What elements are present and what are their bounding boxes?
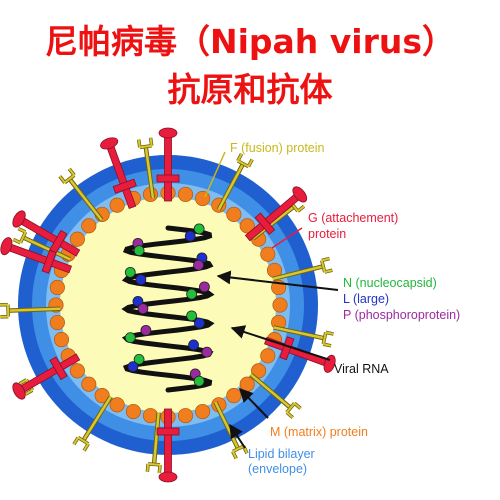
label-l-protein: L (large) bbox=[343, 292, 389, 306]
matrix-protein-bead bbox=[142, 408, 159, 424]
f-protein bbox=[58, 167, 104, 222]
f-protein bbox=[213, 401, 249, 460]
g-protein bbox=[156, 127, 180, 202]
f-protein bbox=[136, 137, 156, 199]
virus-interior bbox=[60, 197, 276, 413]
p-protein-bead bbox=[199, 281, 210, 293]
f-protein bbox=[272, 256, 333, 282]
g-protein bbox=[156, 408, 180, 483]
g-protein bbox=[100, 137, 137, 209]
title-line-2: 抗原和抗体 bbox=[167, 70, 333, 109]
g-protein bbox=[0, 237, 72, 274]
matrix-protein-bead bbox=[81, 218, 97, 234]
l-protein-bead bbox=[127, 361, 139, 373]
callout-rna bbox=[230, 325, 331, 361]
matrix-protein-bead bbox=[53, 332, 70, 348]
label-m-protein: M (matrix) protein bbox=[270, 425, 368, 439]
f-protein bbox=[273, 325, 334, 348]
f-protein bbox=[216, 153, 254, 211]
matrix-protein-bead bbox=[49, 314, 65, 331]
matrix-protein-bead bbox=[69, 363, 85, 379]
p-protein-bead bbox=[137, 303, 149, 315]
p-protein-bead bbox=[193, 259, 204, 271]
p-protein-bead bbox=[140, 324, 152, 336]
matrix-protein-bead bbox=[177, 186, 194, 202]
g-protein-layer bbox=[0, 127, 336, 483]
matrix-protein-bead bbox=[226, 388, 242, 404]
l-protein-bead bbox=[194, 317, 205, 329]
f-protein bbox=[249, 372, 302, 419]
matrix-protein-bead bbox=[109, 197, 125, 213]
g-protein bbox=[12, 210, 81, 257]
p-protein-bead bbox=[201, 346, 213, 358]
g-protein bbox=[244, 186, 308, 242]
f-protein bbox=[12, 226, 72, 262]
matrix-protein-bead bbox=[260, 246, 276, 262]
matrix-protein-bead bbox=[49, 279, 65, 296]
matrix-protein-bead bbox=[260, 348, 276, 364]
g-protein bbox=[12, 353, 81, 400]
n-protein-bead bbox=[124, 266, 136, 278]
n-protein-bead bbox=[133, 353, 145, 365]
matrix-protein-bead bbox=[81, 376, 97, 392]
l-protein-bead bbox=[184, 230, 196, 242]
matrix-protein-bead bbox=[226, 206, 242, 222]
matrix-protein-bead bbox=[239, 376, 255, 392]
matrix-protein-bead bbox=[195, 403, 211, 420]
label-f-protein: F (fusion) protein bbox=[230, 141, 325, 155]
matrix-protein-bead bbox=[272, 297, 288, 313]
f-protein bbox=[72, 395, 113, 452]
n-protein-bead bbox=[186, 310, 198, 322]
title-line-1: 尼帕病毒（Nipah virus） bbox=[44, 22, 456, 61]
label-lipid-1: Lipid bilayer bbox=[248, 447, 315, 461]
matrix-protein-bead bbox=[125, 403, 141, 420]
callout-nlp bbox=[216, 270, 339, 291]
label-p-protein: P (phosphoroprotein) bbox=[343, 308, 460, 322]
label-g-protein-1: G (attachement) bbox=[308, 211, 398, 225]
f-protein bbox=[145, 412, 162, 474]
n-protein-bead bbox=[193, 223, 205, 235]
viral-rna-layer bbox=[121, 223, 215, 393]
callout-m bbox=[239, 387, 269, 419]
l-protein-bead bbox=[135, 274, 147, 286]
matrix-protein-bead bbox=[195, 190, 211, 207]
label-viral-rna: Viral RNA bbox=[334, 362, 389, 376]
n-protein-bead bbox=[124, 332, 136, 344]
n-protein-bead bbox=[186, 288, 198, 300]
f-protein bbox=[0, 302, 61, 319]
l-protein-bead bbox=[188, 339, 199, 351]
matrix-protein-bead bbox=[69, 231, 85, 247]
callout-g bbox=[271, 227, 303, 249]
viral-rna-strand bbox=[121, 225, 215, 393]
callout-lipid bbox=[229, 423, 246, 449]
label-g-protein-2: protein bbox=[308, 227, 346, 241]
n-protein-bead bbox=[133, 245, 145, 257]
matrix-protein-bead bbox=[177, 408, 194, 424]
matrix-protein-bead bbox=[94, 388, 110, 404]
callout-f bbox=[204, 151, 226, 198]
matrix-protein-bead bbox=[239, 218, 255, 234]
matrix-protein-bead bbox=[251, 363, 267, 379]
label-n-protein: N (nucleocapsid) bbox=[343, 276, 437, 290]
matrix-protein-bead bbox=[109, 397, 125, 413]
label-lipid-2: (envelope) bbox=[248, 462, 307, 476]
n-protein-bead bbox=[193, 375, 205, 387]
